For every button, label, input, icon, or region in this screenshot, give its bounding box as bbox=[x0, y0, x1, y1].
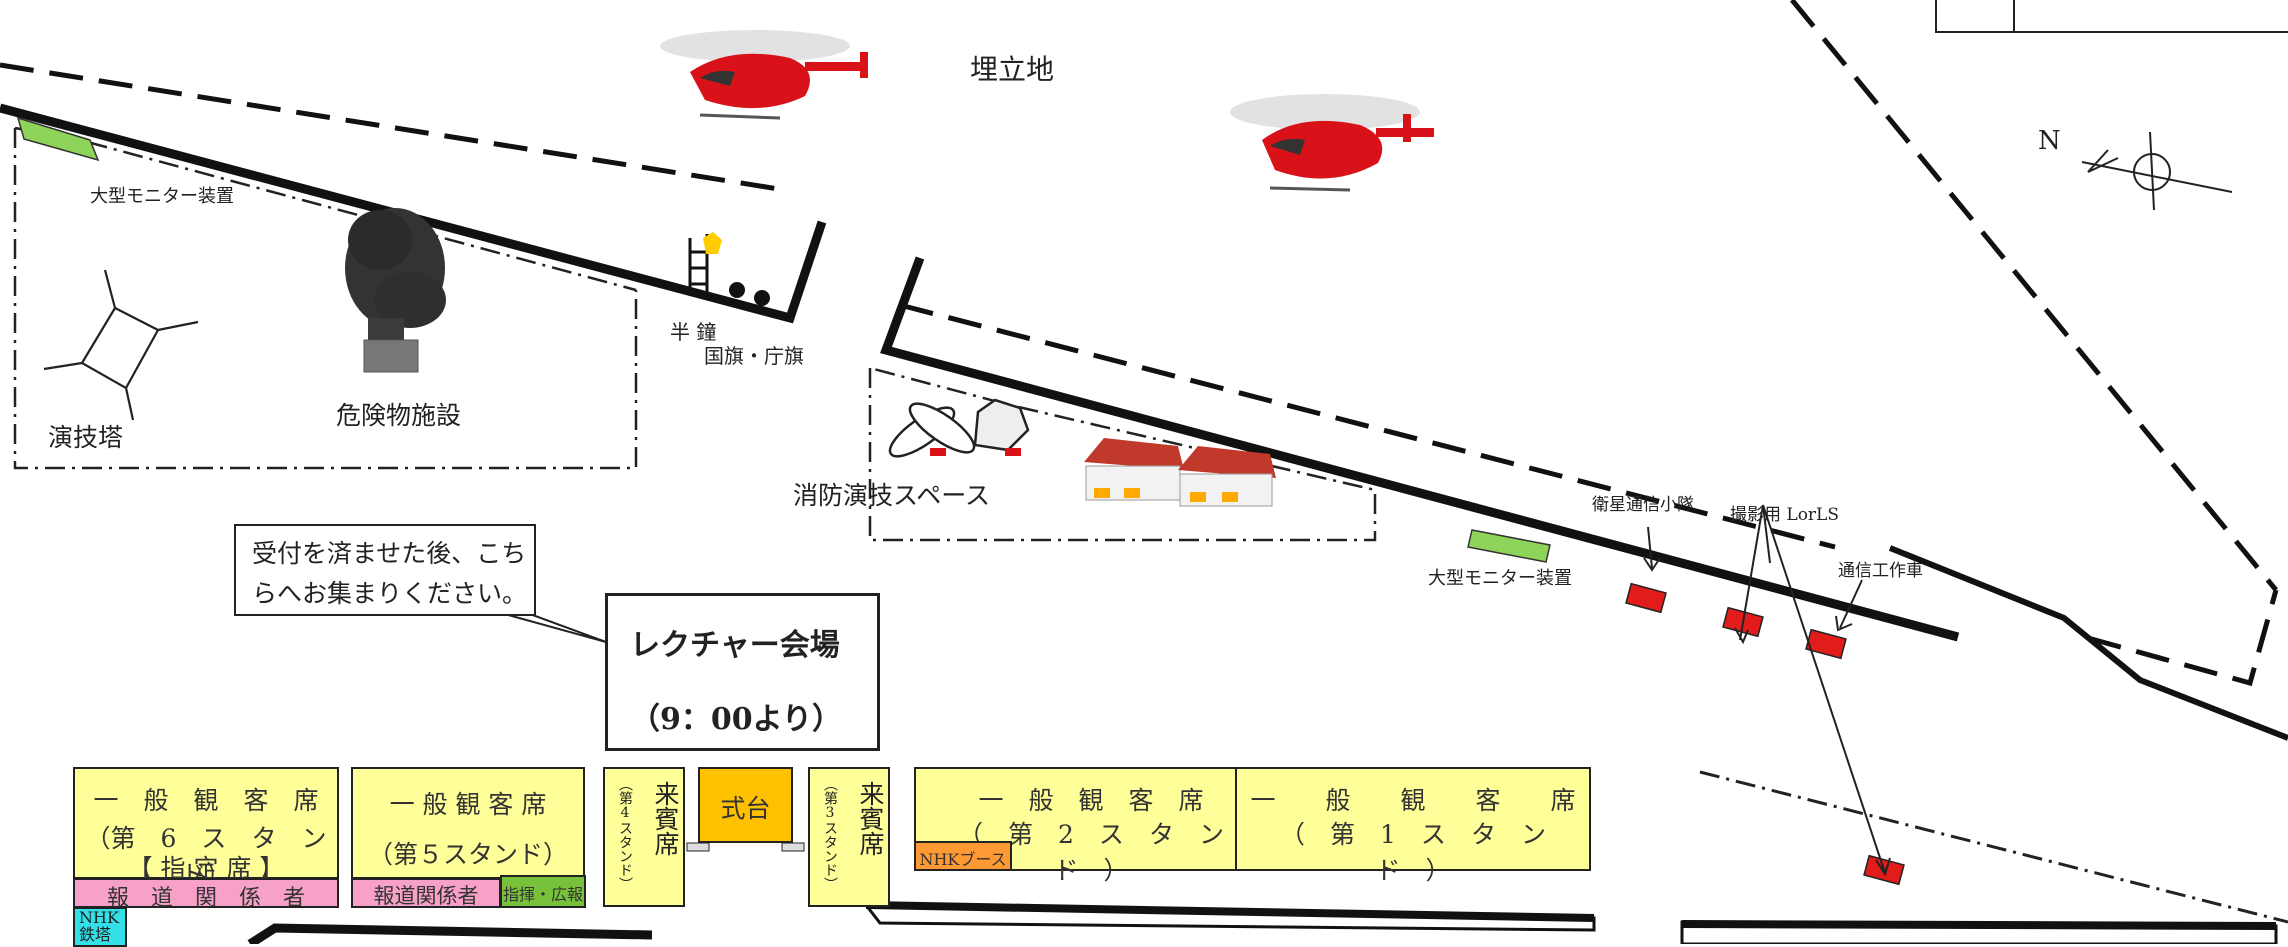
curb-bottom-left bbox=[247, 923, 653, 944]
stand-6-line-1: 一 般 観 客 席 bbox=[93, 786, 319, 815]
boundary-solid-top-left bbox=[0, 103, 827, 324]
flag-pole-dot-2 bbox=[754, 290, 770, 306]
vehicle-comm-icon bbox=[1805, 628, 1847, 660]
nhk-tower-box: NHK鉄塔 bbox=[73, 907, 127, 947]
stand-2-line-2: （ 第 2 ス タ ン ド ） bbox=[958, 820, 1249, 885]
compass-symbol bbox=[2081, 131, 2233, 211]
boundary-dashed-top-left bbox=[0, 62, 786, 193]
monitor-right-label: 大型モニター装置 bbox=[1428, 568, 1572, 589]
guest-stand-3-main: 来賓席 bbox=[856, 781, 885, 856]
north-label: N bbox=[2038, 126, 2061, 156]
comm-car-label: 通信工作車 bbox=[1838, 561, 1923, 581]
fire-space-outline bbox=[868, 366, 1377, 542]
monitor-left-label: 大型モニター装置 bbox=[90, 186, 234, 207]
stand-6-press-label: 報 道 関 係 者 bbox=[106, 886, 305, 911]
assembly-callout: 受付を済ませた後、こち らへお集まりください。 bbox=[234, 524, 536, 616]
zone-outline-left bbox=[13, 126, 638, 470]
stand-1: 一 般 観 客 席 （ 第 1 ス タ ン ド ） bbox=[1235, 767, 1591, 885]
stand-5: 一 般 観 客 席 （第５スタンド） bbox=[351, 767, 585, 879]
guest-stand-3-sub: （第3スタンド） bbox=[822, 777, 838, 891]
training-tower-symbol bbox=[43, 269, 199, 421]
fire-demo-wreck-icon bbox=[888, 398, 1030, 458]
stand-6-press: 報 道 関 係 者 bbox=[73, 878, 339, 911]
nhk-booth-box: NHKブース bbox=[914, 841, 1012, 871]
command-pr-box: 指揮・広報 bbox=[500, 875, 586, 908]
curb-bottom-right-thick bbox=[1681, 920, 2277, 930]
stand-6: 一 般 観 客 席 （第 6 ス タ ン ド） 【 指 定 席 】 bbox=[73, 767, 351, 889]
flags-label: 国旗・庁旗 bbox=[704, 344, 804, 368]
camera-label: 撮影用 LorLS bbox=[1730, 505, 1839, 525]
boundary-dashdot-right bbox=[1699, 770, 2288, 924]
stand-5-line-1: 一 般 観 客 席 bbox=[389, 790, 547, 819]
vehicle-satellite-icon bbox=[1625, 582, 1667, 614]
vehicle-arrows bbox=[1643, 504, 1891, 877]
flag-pole-dot-1 bbox=[729, 282, 745, 298]
houses-icon bbox=[1084, 438, 1276, 507]
reclaimed-land-label: 埋立地 bbox=[970, 53, 1055, 86]
lecture-time: （9：00より） bbox=[630, 702, 843, 737]
top-right-box bbox=[1935, 0, 2288, 33]
hazard-label: 危険物施設 bbox=[336, 401, 462, 430]
stand-2-line-1: 一 般 観 客 席 bbox=[978, 786, 1204, 815]
callout-line-2: らへお集まりください。 bbox=[252, 579, 528, 608]
guest-stand-4-sub: （第4スタンド） bbox=[617, 777, 633, 891]
guest-stand-4: （第4スタンド） 来賓席 bbox=[603, 767, 685, 907]
big-monitor-right-icon bbox=[1467, 529, 1551, 563]
boundary-solid-center bbox=[880, 256, 1960, 642]
step-left bbox=[686, 842, 710, 852]
bell-label: 半 鐘 bbox=[670, 320, 717, 344]
stand-5-line-2: （第５スタンド） bbox=[367, 840, 568, 869]
helicopter-icon-right bbox=[1230, 94, 1434, 192]
boundary-solid-right bbox=[1888, 545, 2288, 741]
nhk-tower-label: NHK鉄塔 bbox=[79, 908, 119, 944]
podium-box: 式台 bbox=[698, 767, 793, 843]
nhk-booth-label: NHKブース bbox=[919, 850, 1007, 869]
boundary-dashed-center bbox=[899, 302, 1836, 550]
guest-stand-4-main: 来賓席 bbox=[651, 781, 680, 856]
lecture-title: レクチャー会場 bbox=[630, 628, 840, 663]
tower-label: 演技塔 bbox=[48, 423, 124, 452]
step-right bbox=[781, 842, 805, 852]
stand-5-press: 報道関係者 bbox=[351, 878, 501, 908]
stand-1-line-2: （ 第 1 ス タ ン ド ） bbox=[1280, 820, 1571, 885]
boundary-dashed-right-lower bbox=[2087, 589, 2279, 687]
boundary-dashed-right-diagonal bbox=[1790, 0, 2278, 592]
podium-label: 式台 bbox=[720, 794, 771, 823]
callout-line-1: 受付を済ませた後、こち bbox=[252, 539, 527, 568]
helicopter-icon-left bbox=[660, 30, 868, 120]
lecture-venue-box: レクチャー会場 （9：00より） bbox=[605, 593, 880, 751]
hazard-facility-icon bbox=[345, 208, 446, 373]
fire-space-label: 消防演技スペース bbox=[793, 481, 991, 510]
bell-icon bbox=[703, 232, 722, 254]
command-pr-label: 指揮・広報 bbox=[502, 885, 583, 904]
curb-bottom-center-thick bbox=[865, 901, 1595, 922]
guest-stand-3: （第3スタンド） 来賓席 bbox=[808, 767, 890, 907]
stand-1-line-1: 一 般 観 客 席 bbox=[1250, 786, 1576, 815]
big-monitor-left-icon bbox=[16, 116, 100, 162]
satellite-label: 衛星通信小隊 bbox=[1592, 495, 1694, 515]
stand-5-press-label: 報道関係者 bbox=[373, 884, 479, 908]
